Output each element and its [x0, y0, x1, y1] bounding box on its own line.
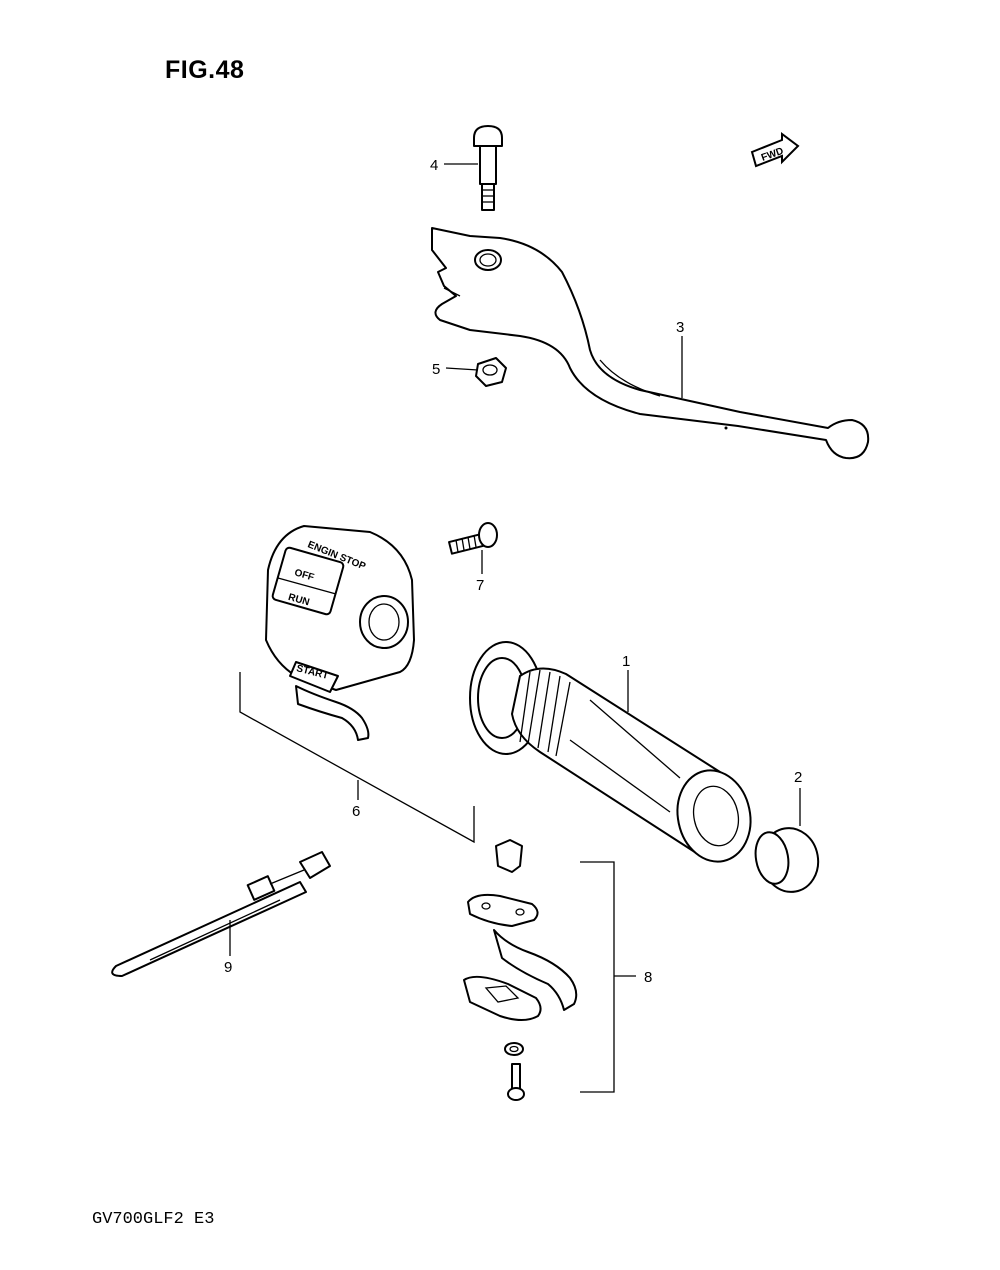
cable-tie-icon: [111, 851, 331, 977]
leader-line-5: [445, 367, 479, 371]
brake-lever-icon: [431, 227, 870, 460]
callout-5: 5: [432, 361, 440, 378]
callout-8: 8: [644, 969, 652, 986]
handlebar-grip-icon: [469, 641, 752, 863]
grip-end-cap-icon: [754, 827, 820, 893]
callout-6: 6: [352, 803, 360, 820]
callout-9: 9: [224, 959, 232, 976]
callout-4: 4: [430, 157, 438, 174]
callout-7: 7: [476, 577, 484, 594]
bracket-8: [580, 861, 615, 1093]
bracket-6: [239, 672, 475, 844]
lock-nut-icon: [475, 357, 507, 387]
model-code: GV700GLF2 E3: [92, 1210, 215, 1229]
forward-arrow-icon: FWD: [750, 132, 800, 168]
callout-2: 2: [794, 769, 802, 786]
callout-3: 3: [676, 319, 684, 336]
off-label: OFF: [293, 567, 315, 583]
pivot-bolt-icon: [473, 125, 503, 211]
handlebar-switch-housing-icon: ENGIN STOP OFF RUN START: [265, 525, 415, 741]
screw-icon: [448, 522, 498, 555]
figure-title: FIG.48: [165, 56, 245, 84]
cable-clamp-set-icon: [463, 839, 578, 1101]
callout-1: 1: [622, 653, 630, 670]
